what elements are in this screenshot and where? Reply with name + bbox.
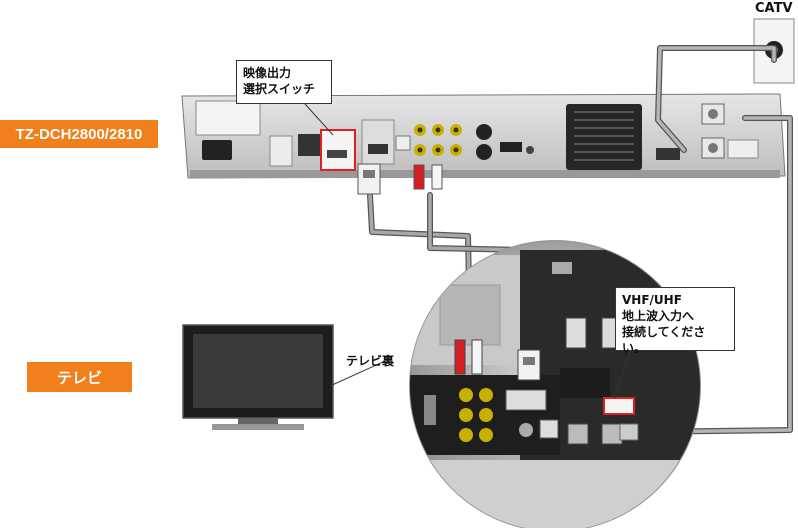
catv-label: CATV [755, 1, 793, 16]
tv-back-zoom [409, 240, 701, 528]
cables [367, 45, 793, 435]
d-connector-plug-zoom [517, 349, 541, 381]
tv-illustration [182, 324, 334, 430]
video-switch-line-1: 映像出力 [243, 66, 292, 80]
set-top-box [181, 93, 786, 179]
video-switch-callout: 映像出力 選択スイッチ [236, 60, 332, 104]
rca-plugs-zoom [454, 339, 483, 375]
model-badge: TZ-DCH2800/2810 [0, 120, 158, 148]
vhf-uhf-line-3: 接続してください。 [622, 325, 706, 355]
vhf-uhf-line-2: 地上波入力へ [622, 309, 695, 323]
d-connector-plug [357, 163, 381, 195]
vhf-uhf-callout: VHF/UHF 地上波入力へ 接続してください。 [615, 287, 735, 355]
video-switch-line-2: 選択スイッチ [243, 82, 316, 96]
rca-plugs-top [413, 164, 443, 190]
leader-lines [304, 103, 631, 399]
tv-back-label: テレビ裏 [346, 354, 395, 368]
tv-badge: テレビ [27, 362, 132, 392]
vhf-uhf-line-1: VHF/UHF [622, 293, 682, 307]
